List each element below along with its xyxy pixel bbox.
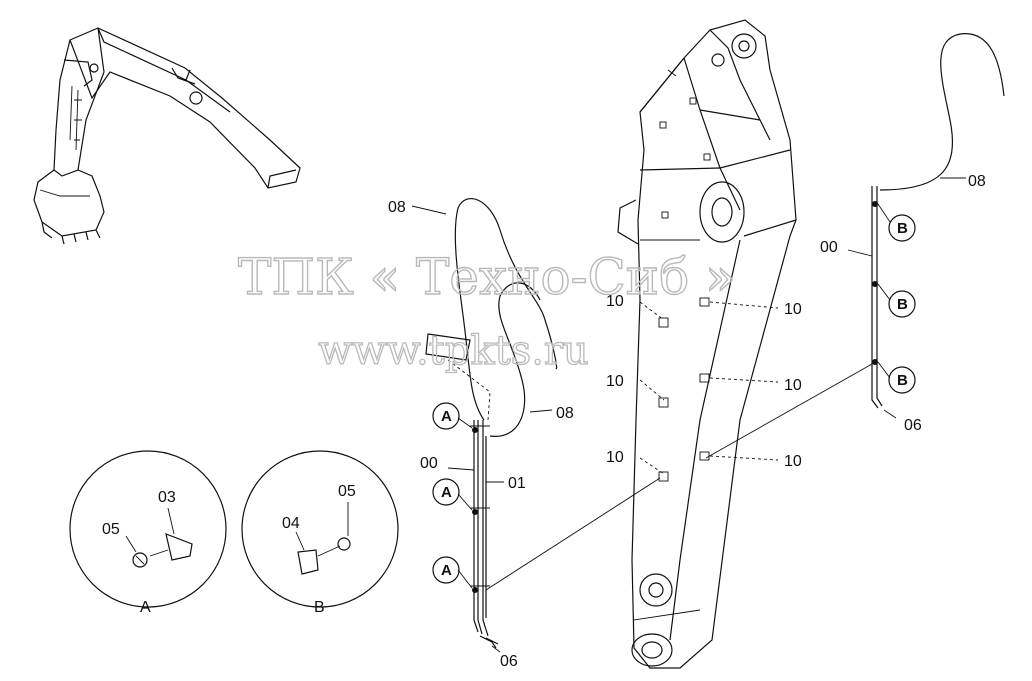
view-references: A A A B B B bbox=[432, 214, 916, 584]
label-detail-a-05: 05 bbox=[102, 521, 120, 538]
label-10-right-3: 10 bbox=[784, 453, 802, 470]
left-hose-assembly bbox=[411, 197, 661, 653]
view-ref-b1: B bbox=[888, 214, 916, 242]
arm-body bbox=[617, 19, 797, 669]
view-ref-a3: A bbox=[432, 556, 460, 584]
view-ref-b2: B bbox=[888, 290, 916, 318]
label-10-right-2: 10 bbox=[784, 377, 802, 394]
detail-b bbox=[241, 450, 399, 608]
clamp-leaders bbox=[639, 301, 779, 475]
callout-labels: 08 08 08 00 00 01 06 06 10 10 10 10 10 1… bbox=[102, 173, 986, 670]
label-detail-b-04: 04 bbox=[282, 515, 300, 532]
label-10-right-1: 10 bbox=[784, 301, 802, 318]
label-08-mid: 08 bbox=[556, 405, 574, 422]
label-00-right: 00 bbox=[820, 239, 838, 256]
svg-text:A: A bbox=[441, 562, 452, 579]
watermark-url: www.tpkts.ru bbox=[318, 328, 589, 374]
svg-text:A: A bbox=[441, 484, 452, 501]
watermark-company: ТПК « Техно-Сиб » bbox=[238, 248, 736, 306]
caption-detail-b: B bbox=[314, 599, 325, 616]
watermark: ТПК « Техно-Сиб » www.tpkts.ru bbox=[237, 247, 736, 374]
view-ref-a1: A bbox=[432, 402, 460, 430]
svg-text:B: B bbox=[897, 372, 908, 389]
svg-text:A: A bbox=[441, 408, 452, 425]
label-00-left: 00 bbox=[420, 455, 438, 472]
view-ref-a2: A bbox=[432, 478, 460, 506]
label-10-left-1: 10 bbox=[606, 293, 624, 310]
view-ref-b3: B bbox=[888, 366, 916, 394]
label-10-left-2: 10 bbox=[606, 373, 624, 390]
label-detail-b-05: 05 bbox=[338, 483, 356, 500]
label-01: 01 bbox=[508, 475, 526, 492]
right-hose-assembly bbox=[705, 33, 1005, 459]
excavator-overview bbox=[33, 27, 301, 245]
label-06-left: 06 bbox=[500, 653, 518, 670]
label-08-left: 08 bbox=[388, 199, 406, 216]
label-10-left-3: 10 bbox=[606, 449, 624, 466]
label-08-right: 08 bbox=[968, 173, 986, 190]
caption-detail-a: A bbox=[140, 599, 151, 616]
svg-text:B: B bbox=[897, 296, 908, 313]
detail-a bbox=[69, 450, 227, 608]
svg-text:B: B bbox=[897, 220, 908, 237]
label-06-right: 06 bbox=[904, 417, 922, 434]
label-detail-a-03: 03 bbox=[158, 489, 176, 506]
